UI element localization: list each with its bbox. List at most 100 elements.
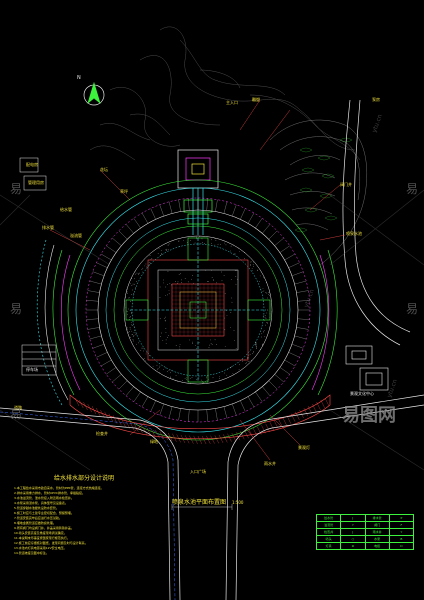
radial-line: [112, 374, 122, 383]
hatch-line: [197, 435, 203, 445]
hatch-line: [180, 434, 186, 444]
paving-dot: [167, 270, 169, 272]
paving-dot: [235, 276, 237, 277]
radial-line: [178, 199, 181, 212]
radial-line: [297, 318, 310, 320]
paving-dot: [184, 378, 186, 380]
hatch-line: [282, 417, 287, 426]
paving-dot: [211, 239, 212, 241]
radial-line: [284, 359, 296, 367]
label-left-block2: 管理用房: [28, 180, 44, 185]
label-d: 阀门井: [340, 182, 352, 187]
paving-dot: [134, 278, 135, 280]
paving-dot: [232, 244, 234, 246]
notes-line: 3.水池溢流管、泄水管接入附近雨水检查井。: [14, 496, 74, 500]
hatch-line: [265, 423, 270, 432]
paving-dot: [131, 289, 133, 291]
notes-title: 给水排水部分设计说明: [53, 475, 114, 482]
paving-dot: [224, 242, 225, 244]
paving-dot: [235, 270, 237, 271]
paving-dot: [214, 238, 216, 240]
paving-dot: [138, 273, 139, 274]
paving-dot: [234, 270, 236, 271]
plan-scale: 1:500: [231, 500, 244, 505]
hatch-line: [324, 397, 330, 407]
paving-dot: [211, 343, 213, 345]
legend-cell: 溢流管: [317, 522, 342, 528]
paving-dot: [168, 370, 170, 372]
paving-dot: [264, 317, 266, 319]
paving-dot: [210, 343, 212, 344]
paving-dot: [182, 240, 184, 241]
paving-dot: [129, 328, 131, 330]
paving-dot: [165, 295, 167, 296]
paving-dot: [230, 367, 231, 369]
plaza-dots: [125, 236, 273, 384]
paving-dot: [195, 345, 196, 346]
paving-dot: [198, 377, 200, 379]
paving-dot: [167, 249, 169, 250]
notes-line: 6.施工时应与土建专业密切配合，预留预埋。: [14, 511, 74, 515]
paving-dot: [181, 282, 182, 283]
paving-dot: [260, 349, 261, 350]
paving-dot: [216, 282, 217, 284]
label-k: 绿地: [150, 439, 158, 444]
radial-line: [240, 208, 246, 220]
paving-dot: [126, 291, 128, 293]
paving-dot: [161, 253, 162, 255]
paving-dot: [175, 375, 177, 376]
paving-dot: [139, 272, 140, 274]
paving-dot: [130, 283, 131, 285]
legend-cell: 灯具: [317, 543, 342, 549]
paving-dot: [196, 236, 197, 238]
radial-line: [118, 380, 128, 390]
radial-line: [178, 408, 181, 421]
hatch-line: [184, 435, 190, 444]
radial-line: [133, 218, 141, 229]
paving-dot: [165, 286, 167, 288]
radial-line: [125, 224, 134, 234]
paving-dot: [132, 325, 133, 326]
paving-dot: [131, 313, 132, 314]
paving-dot: [135, 333, 137, 335]
paving-dot: [133, 332, 135, 334]
paving-dot: [262, 288, 264, 289]
paving-dot: [167, 283, 168, 285]
paving-dot: [165, 367, 167, 369]
hatch-line: [231, 432, 236, 442]
paving-dot: [242, 360, 243, 362]
paving-dot: [257, 269, 258, 271]
paving-dot: [255, 344, 257, 346]
radial-line: [87, 290, 100, 293]
paving-dot: [192, 341, 193, 343]
label-i: 花坛: [100, 167, 108, 172]
paving-dot: [192, 343, 193, 345]
entrance-road: [0, 394, 424, 600]
paving-dot: [251, 268, 253, 270]
paving-dot: [146, 266, 148, 268]
label-top-feature: 雕塑: [252, 97, 260, 102]
hatch-line: [235, 432, 241, 441]
paving-dot: [152, 365, 154, 367]
paving-dot: [126, 328, 128, 330]
paving-dot: [250, 261, 252, 263]
paving-dot: [169, 283, 171, 284]
radial-line: [268, 380, 278, 390]
radial-line: [268, 230, 278, 240]
paving-dot: [171, 370, 173, 372]
paving-dot: [219, 376, 220, 378]
paving-dot: [199, 236, 201, 237]
radial-line: [100, 253, 112, 261]
paving-dot: [165, 339, 167, 341]
paving-dot: [167, 244, 169, 246]
hatch-line: [244, 430, 249, 439]
paving-dot: [159, 318, 161, 320]
paving-dot: [129, 331, 130, 332]
paving-dot: [133, 340, 134, 342]
hatch-line: [240, 431, 245, 440]
paving-dot: [238, 364, 240, 366]
right-hill-leaf-pattern: [294, 137, 353, 233]
radial-line: [274, 374, 284, 383]
paving-dot: [256, 347, 257, 349]
